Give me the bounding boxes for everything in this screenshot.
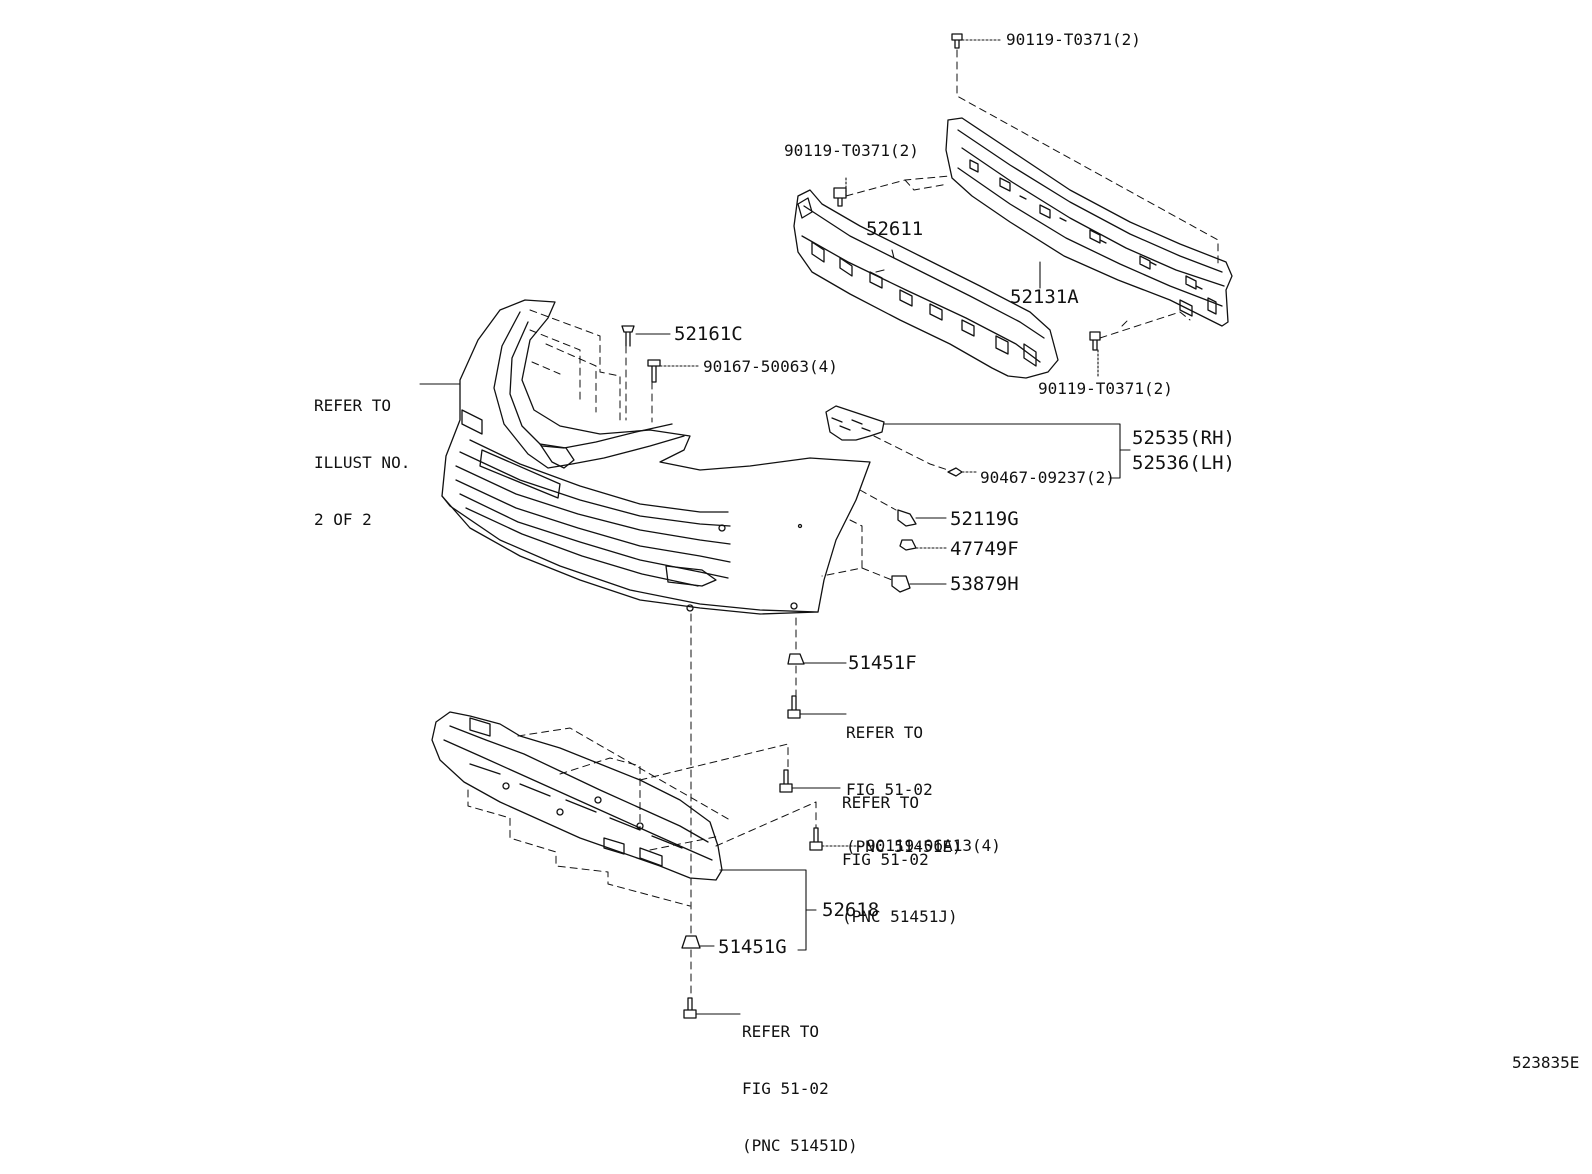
energy-absorber: [794, 190, 1058, 378]
label-nut-lower: 51451G: [718, 936, 787, 958]
bolt-refer-j-icon: [780, 770, 792, 792]
spacer-c-icon: [892, 576, 910, 592]
bolt-bottom-icon: [1090, 332, 1100, 350]
nut-upper-icon: [788, 654, 804, 664]
assembly-lines: [468, 50, 1218, 998]
label-retainer-rh: 52535(RH): [1132, 427, 1235, 449]
label-spacer-a: 52119G: [950, 508, 1019, 530]
bumper-cover: [442, 300, 870, 614]
label-bolt-bottom: 90119-T0371(2): [1038, 379, 1173, 398]
bolt-refer-d-icon: [684, 998, 696, 1018]
label-under-cover: 52618: [822, 899, 880, 921]
engine-under-cover: [432, 712, 722, 880]
label-retainer-lh: 52536(LH): [1132, 452, 1235, 474]
bolt-cover-icon: [810, 828, 822, 850]
label-absorber: 52611: [866, 218, 924, 240]
label-nut-upper: 51451F: [848, 652, 917, 674]
parts-diagram-canvas: [0, 0, 1592, 1099]
label-bolt-left: 90119-T0371(2): [784, 141, 919, 160]
spacer-a-icon: [898, 510, 916, 526]
spacer-b-icon: [900, 540, 916, 550]
screw-upper-icon: [648, 360, 660, 382]
bumper-retainer: [826, 406, 884, 440]
refer-illust: REFER TO ILLUST NO. 2 OF 2: [314, 396, 411, 529]
bolt-refer-e-icon: [788, 696, 800, 718]
label-screw-upper: 90167-50063(4): [703, 357, 838, 376]
refer-fig-51451j: REFER TO FIG 51-02 (PNC 51451J): [842, 793, 958, 926]
fastener-icons: [622, 34, 1100, 1018]
label-reinforcement: 52131A: [1010, 286, 1079, 308]
label-clip-upper: 52161C: [674, 323, 743, 345]
nut-lower-icon: [682, 936, 700, 948]
bumper-reinforcement: [946, 118, 1232, 326]
label-spacer-b: 47749F: [950, 538, 1019, 560]
refer-fig-51451e: REFER TO FIG 51-02 (PNC 51451E): [846, 723, 962, 856]
clip-upper-icon: [622, 326, 634, 346]
bolt-top-icon: [952, 34, 962, 48]
diagram-id: 523835E: [1512, 1053, 1580, 1072]
bolt-left-icon: [834, 188, 846, 206]
label-bolt-cover: 90119-06A13(4): [866, 836, 1001, 855]
leader-lines: [420, 40, 1130, 1014]
clip-retainer-icon: [948, 468, 962, 476]
refer-fig-51451d: REFER TO FIG 51-02 (PNC 51451D): [742, 1022, 858, 1155]
label-bolt-top: 90119-T0371(2): [1006, 30, 1141, 49]
label-spacer-c: 53879H: [950, 573, 1019, 595]
label-retainer-clip: 90467-09237(2): [980, 468, 1115, 487]
